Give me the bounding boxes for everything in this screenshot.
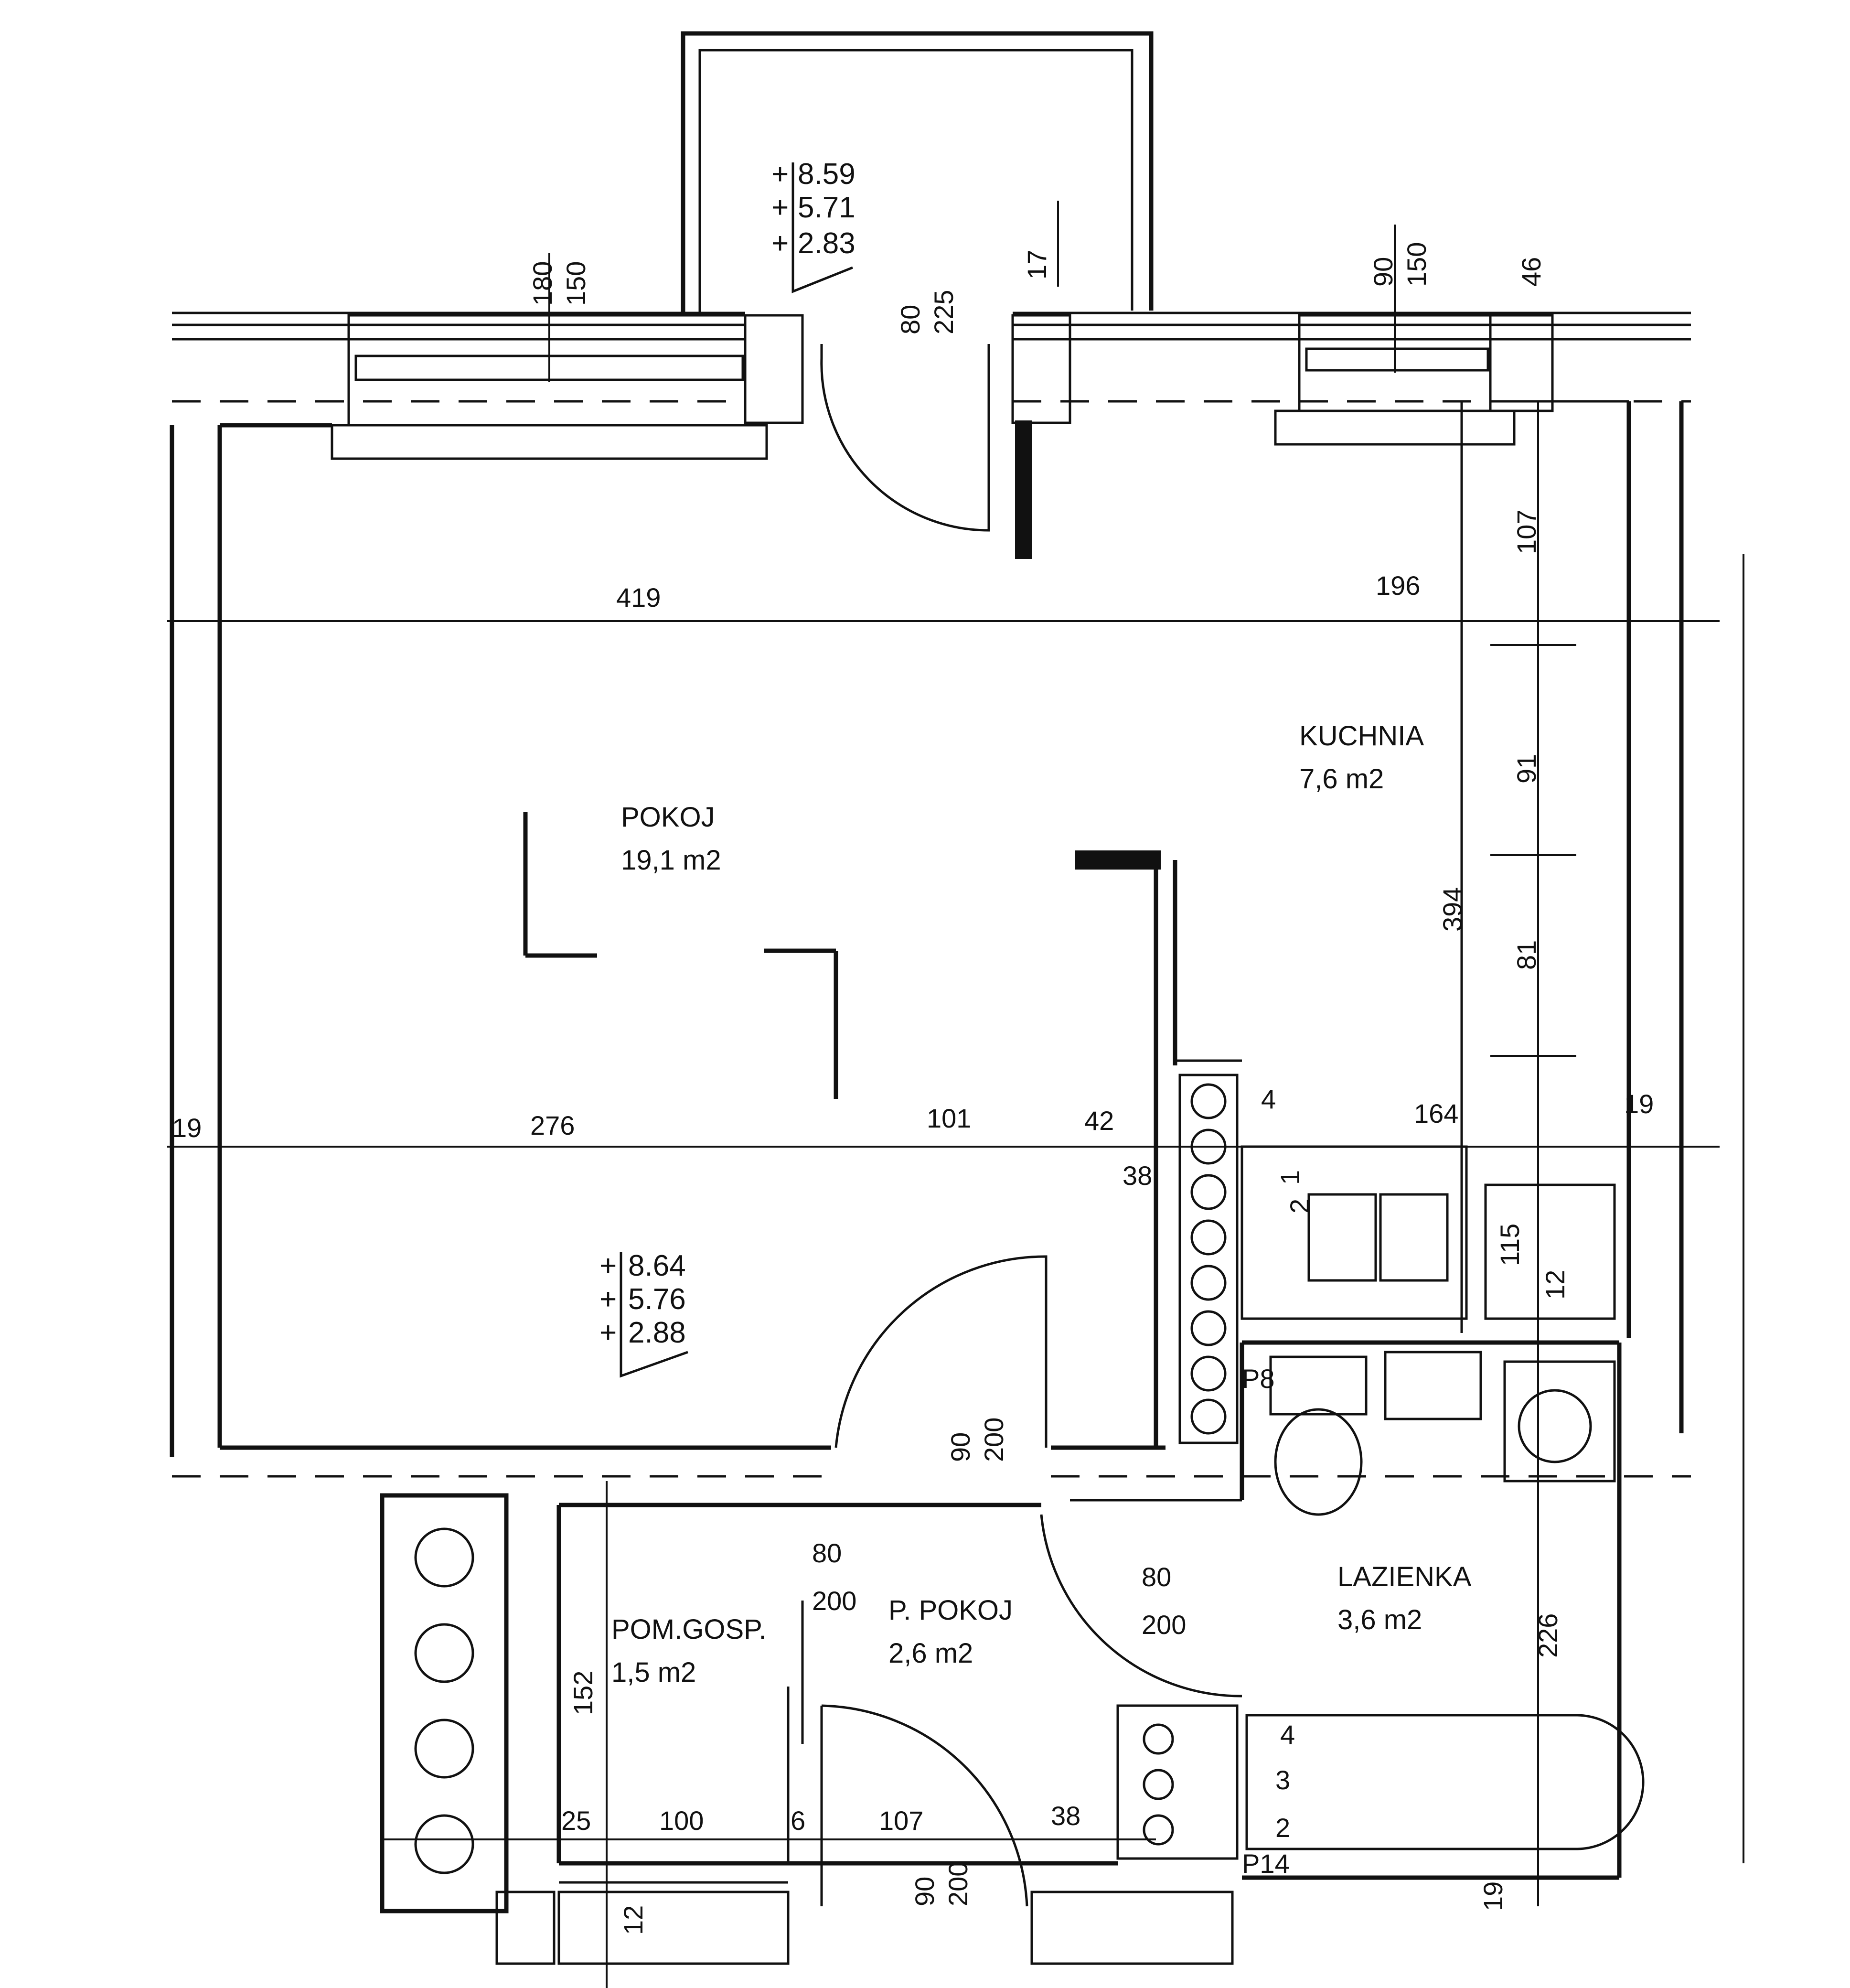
level-marker-balcony: 8.59 5.71 2.83 + + + 17	[771, 158, 1052, 293]
svg-text:196: 196	[1376, 570, 1420, 601]
svg-text:200: 200	[943, 1862, 973, 1906]
svg-text:19: 19	[172, 1113, 202, 1143]
svg-text:2: 2	[1275, 1813, 1290, 1843]
riser-column	[1178, 1074, 1239, 1444]
room-name-p-pokoj: P. POKOJ	[888, 1595, 1013, 1626]
lazienka-door	[1040, 1514, 1242, 1698]
chimney-flues	[414, 1527, 474, 1874]
svg-text:42: 42	[1084, 1106, 1114, 1136]
room-area-lazienka: 3,6 m2	[1337, 1604, 1422, 1635]
svg-text:80: 80	[812, 1538, 842, 1568]
svg-text:4: 4	[1261, 1084, 1276, 1114]
balcony-level-mid: 5.71	[798, 191, 855, 224]
svg-text:25: 25	[561, 1805, 591, 1836]
toilet	[1269, 1355, 1368, 1416]
top-wall	[172, 312, 1691, 559]
sink	[1384, 1351, 1482, 1420]
svg-text:6: 6	[791, 1805, 805, 1836]
level-marker-room: 8.64 5.76 2.88 + + +	[599, 1249, 688, 1378]
svg-text:19: 19	[1624, 1089, 1654, 1119]
svg-text:100: 100	[659, 1805, 704, 1836]
svg-text:394: 394	[1437, 887, 1467, 932]
room-name-pokoj: POKOJ	[621, 802, 715, 833]
svg-text:164: 164	[1414, 1098, 1458, 1128]
svg-text:3: 3	[1275, 1765, 1290, 1795]
svg-text:101: 101	[927, 1103, 971, 1133]
svg-text:200: 200	[1142, 1610, 1186, 1640]
svg-text:12: 12	[1540, 1270, 1570, 1300]
svg-text:2: 2	[1284, 1199, 1315, 1214]
dimension-labels: 180 150 80 225 90 150 46 419 196 107 91 …	[172, 242, 1654, 1935]
svg-text:+: +	[771, 191, 789, 224]
dimension-lines	[167, 225, 1744, 1988]
interior-walls	[380, 812, 1622, 1965]
balcony	[681, 31, 1154, 315]
svg-text:80: 80	[895, 305, 925, 334]
svg-text:419: 419	[616, 582, 661, 613]
svg-text:200: 200	[979, 1418, 1009, 1462]
room-name-pom-gosp: POM.GOSP.	[611, 1614, 766, 1645]
svg-text:+: +	[599, 1283, 617, 1316]
svg-text:152: 152	[568, 1671, 598, 1715]
room-area-p-pokoj: 2,6 m2	[888, 1638, 973, 1669]
svg-text:+: +	[771, 227, 789, 260]
svg-text:38: 38	[1051, 1801, 1080, 1831]
svg-text:4: 4	[1280, 1719, 1295, 1750]
vent-shafts-bottom	[1143, 1723, 1174, 1846]
svg-text:81: 81	[1511, 940, 1541, 970]
svg-text:P8: P8	[1242, 1364, 1275, 1394]
washer	[1503, 1360, 1616, 1483]
room-level-bottom: 2.88	[628, 1316, 686, 1349]
counter	[1484, 1183, 1616, 1320]
svg-text:38: 38	[1123, 1161, 1152, 1191]
window-left	[347, 314, 747, 427]
svg-text:200: 200	[812, 1586, 856, 1616]
svg-text:150: 150	[561, 261, 591, 306]
balcony-level-top: 8.59	[798, 158, 855, 191]
svg-text:+: +	[599, 1316, 617, 1349]
room-name-kuchnia: KUCHNIA	[1299, 720, 1424, 752]
pokoj-door	[834, 1255, 1048, 1448]
svg-text:91: 91	[1511, 754, 1541, 784]
svg-text:P14: P14	[1242, 1848, 1290, 1879]
svg-text:150: 150	[1401, 242, 1432, 287]
svg-text:90: 90	[909, 1877, 940, 1906]
svg-text:1: 1	[1275, 1170, 1305, 1185]
svg-text:90: 90	[1368, 257, 1398, 287]
svg-text:12: 12	[618, 1905, 648, 1935]
svg-text:19: 19	[1478, 1881, 1508, 1911]
svg-text:226: 226	[1533, 1613, 1563, 1658]
room-level-mid: 5.76	[628, 1283, 686, 1316]
svg-text:180: 180	[527, 261, 557, 306]
balcony-mark: 17	[1022, 250, 1052, 279]
svg-text:107: 107	[1511, 510, 1541, 554]
svg-text:+: +	[771, 158, 789, 191]
svg-text:107: 107	[879, 1805, 923, 1836]
balcony-level-bottom: 2.83	[798, 227, 855, 260]
room-level-top: 8.64	[628, 1249, 686, 1282]
bathtub	[1245, 1714, 1645, 1850]
outer-walls	[170, 400, 1691, 1502]
balcony-door	[820, 344, 990, 532]
vent-shafts-top	[1190, 1083, 1227, 1435]
room-area-pom-gosp: 1,5 m2	[611, 1657, 696, 1688]
svg-text:276: 276	[530, 1110, 575, 1140]
entry-door	[821, 1704, 1028, 1907]
svg-text:90: 90	[945, 1432, 975, 1462]
room-labels: POKOJ 19,1 m2 KUCHNIA 7,6 m2 LAZIENKA 3,…	[611, 720, 1472, 1688]
room-area-kuchnia: 7,6 m2	[1299, 763, 1384, 795]
svg-text:46: 46	[1516, 257, 1546, 287]
svg-text:225: 225	[929, 290, 959, 334]
kitchen-fixtures	[414, 1074, 1645, 1874]
svg-text:+: +	[599, 1249, 617, 1282]
svg-text:115: 115	[1495, 1224, 1525, 1266]
svg-text:80: 80	[1142, 1562, 1171, 1592]
room-name-lazienka: LAZIENKA	[1337, 1561, 1472, 1592]
room-area-pokoj: 19,1 m2	[621, 845, 721, 876]
